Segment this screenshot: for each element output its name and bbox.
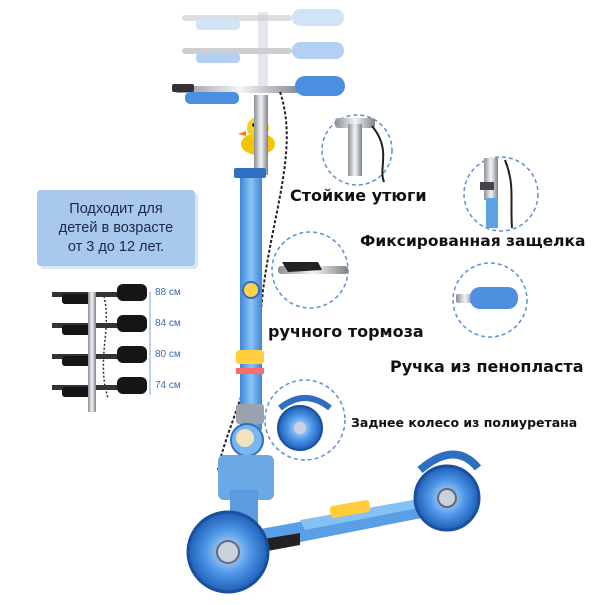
height-label-74: 74 см	[155, 380, 181, 391]
stem-lower	[240, 170, 262, 430]
age-line-1: Подходит для	[69, 200, 163, 217]
age-line-2: детей в возрасте	[58, 219, 174, 236]
height-label-88: 88 см	[155, 287, 181, 298]
height-handlebars	[52, 284, 151, 412]
detail-handle-clamp	[321, 114, 393, 186]
height-label-84: 84 см	[155, 318, 181, 329]
age-badge: Подходит для детей в возрасте от 3 до 12…	[37, 190, 195, 266]
feature-fixed-latch: Фиксированная защелка	[360, 232, 586, 250]
detail-brake	[271, 231, 349, 309]
feature-rear-wheel: Заднее колесо из полиуретана	[351, 415, 578, 430]
front-wheel	[186, 510, 270, 594]
stem-upper	[254, 95, 268, 175]
height-label-80: 80 см	[155, 349, 181, 360]
detail-rear-wheel	[264, 379, 346, 461]
front-fork	[218, 423, 274, 530]
brake-cable	[217, 91, 288, 471]
feature-foam-grip: Ручка из пенопласта	[390, 357, 584, 376]
feature-hand-brake: ручного тормоза	[268, 322, 424, 341]
feature-stable-handles: Стойкие утюги	[290, 186, 427, 205]
detail-foam-grip	[452, 262, 528, 338]
detail-latch	[463, 156, 539, 232]
rear-wheel	[413, 450, 482, 532]
age-line-3: от 3 до 12 лет.	[67, 238, 165, 255]
handlebar	[172, 76, 345, 104]
